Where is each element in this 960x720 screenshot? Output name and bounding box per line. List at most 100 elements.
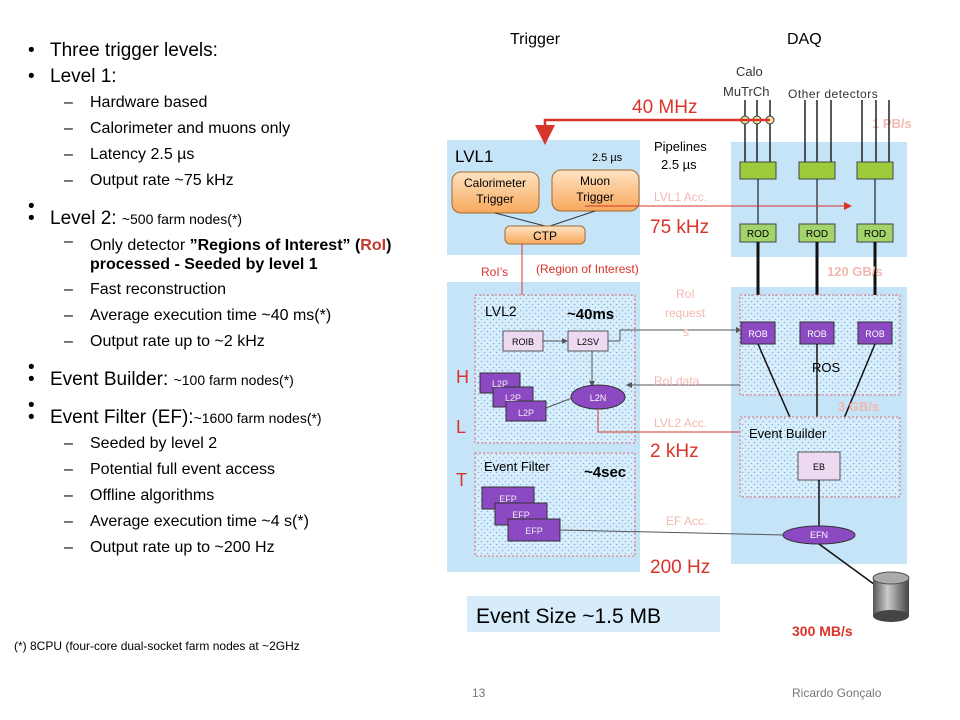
event-builder-label: Event Builder	[749, 426, 827, 441]
event-size-box	[467, 596, 720, 632]
roi-region-label: (Region of Interest)	[536, 262, 639, 276]
sub-item: Offline algorithms	[50, 483, 424, 509]
other-detectors-label: Other detectors	[788, 87, 878, 101]
efn-to-efp-line	[559, 529, 784, 536]
trigger-header: Trigger	[510, 31, 561, 48]
muon-trigger-label-1: Muon	[580, 174, 610, 188]
rate-40mhz: 40 MHz	[632, 97, 697, 118]
efp-label: EFP	[525, 526, 543, 536]
hlt-letter-h: H	[456, 367, 469, 387]
sub-item: Latency 2.5 µs	[50, 142, 424, 168]
bullet-trigger-levels: Three trigger levels:	[24, 38, 424, 64]
pipelines-label-1: Pipelines	[654, 139, 707, 154]
ros-box	[739, 294, 901, 396]
daq-header: DAQ	[787, 31, 822, 48]
level2-sublist: Only detector ”Regions of Interest” (RoI…	[50, 232, 424, 355]
sub-item: Average execution time ~4 s(*)	[50, 509, 424, 535]
bullet-event-filter: Event Filter (EF):~1600 farm nodes(*) Se…	[24, 405, 424, 561]
roi-text-d: ) processed - Seeded by level 1	[90, 237, 392, 273]
lvl1-label: LVL1	[455, 147, 493, 166]
lvl2-label: LVL2	[485, 303, 517, 319]
efn-to-storage-line	[818, 543, 883, 591]
eb-box	[797, 451, 841, 481]
tap-points	[740, 115, 775, 125]
roi-requests-label-3: s	[683, 325, 689, 339]
eb-farm: ~100 farm nodes(*)	[173, 372, 294, 388]
lvl2-box	[474, 294, 636, 444]
storage-disk-icon	[872, 571, 910, 622]
sub-item: Hardware based	[50, 90, 424, 116]
mb-300-rate: 300 MB/s	[792, 623, 853, 639]
detector-lines	[744, 100, 890, 165]
event-filter-label: Event Filter	[484, 459, 550, 474]
muon-trigger-label-2: Trigger	[576, 190, 614, 204]
rob-label: ROB	[865, 329, 885, 339]
bullet-event-builder: Event Builder: ~100 farm nodes(*)	[24, 367, 424, 393]
l2p-label: L2P	[492, 379, 508, 389]
calo-label: Calo	[736, 64, 763, 79]
hlt-letter-t: T	[456, 470, 467, 490]
sub-item: Output rate up to ~200 Hz	[50, 535, 424, 561]
eb-title: Event Builder:	[50, 369, 169, 390]
l2n-label: L2N	[590, 393, 607, 403]
ef-time: ~4sec	[584, 464, 626, 481]
sub-item: Output rate up to ~2 kHz	[50, 329, 424, 355]
sub-item: Potential full event access	[50, 457, 424, 483]
rob-label: ROB	[748, 329, 768, 339]
l2p-stack	[479, 372, 547, 422]
author: Ricardo Gonçalo	[792, 686, 882, 700]
level2-farm: ~500 farm nodes(*)	[121, 211, 243, 227]
ef-sublist: Seeded by level 2 Potential full event a…	[50, 431, 424, 561]
muon-to-ctp-line	[549, 210, 596, 227]
roi-requests-label-2: request	[665, 306, 706, 320]
hlt-letter-l: L	[456, 417, 466, 437]
rate-75khz: 75 kHz	[650, 217, 709, 238]
ef-title: Event Filter (EF):	[50, 407, 194, 428]
rod-label: ROD	[864, 229, 886, 240]
pipelines-label-2: 2.5 µs	[661, 157, 697, 172]
roib-label: ROIB	[512, 337, 534, 347]
sub-item: Output rate ~75 kHz	[50, 168, 424, 194]
footnote: (*) 8CPU (four-core dual-socket farm nod…	[14, 639, 300, 653]
l2sv-label: L2SV	[577, 337, 599, 347]
sub-item: Average execution time ~40 ms(*)	[50, 303, 424, 329]
roi-requests-label-1: RoI	[676, 287, 695, 301]
ros-label: ROS	[812, 360, 841, 375]
roi-requests-arrow	[619, 327, 742, 341]
page-number: 13	[472, 686, 486, 700]
bullet-level1: Level 1: Hardware based Calorimeter and …	[24, 64, 424, 194]
sub-item: Seeded by level 2	[50, 431, 424, 457]
lvl1-acc-label: LVL1 Acc.	[654, 190, 707, 204]
rate-40mhz-arrow	[535, 118, 770, 145]
event-size-label: Event Size ~1.5 MB	[476, 605, 661, 628]
lvl2-acc-label: LVL2 Acc.	[654, 416, 707, 430]
sub-item: Fast reconstruction	[50, 277, 424, 303]
level2-title: Level 2:	[50, 208, 117, 229]
mutrch-label: MuTrCh	[723, 84, 769, 99]
l2p-to-l2n-line	[545, 397, 573, 409]
pipeline-to-rod-lines	[757, 179, 876, 224]
calo-to-ctp-line	[494, 212, 546, 227]
rob-label: ROB	[807, 329, 827, 339]
ef-acc-label: EF Acc.	[666, 514, 707, 528]
level1-sublist: Hardware based Calorimeter and muons onl…	[50, 90, 424, 194]
efp-label: EFP	[512, 510, 530, 520]
gb-120-rate: 120 GB/s	[827, 264, 883, 279]
sub-item: Calorimeter and muons only	[50, 116, 424, 142]
muon-trigger-box	[551, 169, 640, 212]
rate-200hz: 200 Hz	[650, 557, 710, 578]
lvl2-time: ~40ms	[567, 306, 614, 323]
lvl1-latency: 2.5 µs	[592, 152, 623, 164]
l2p-label: L2P	[518, 408, 534, 418]
efp-label: EFP	[499, 494, 517, 504]
gb-3-rate: 3 GB/s	[838, 399, 879, 414]
pipeline-boxes	[739, 161, 894, 180]
lvl2-acc-arrow	[597, 409, 750, 436]
roi-text-b: ”Regions of Interest” (	[189, 237, 361, 254]
efn-label: EFN	[810, 530, 828, 540]
roi-text-c: RoI	[360, 237, 387, 254]
ctp-box	[504, 225, 586, 245]
calorimeter-trigger-label-2: Trigger	[476, 192, 514, 206]
ctp-label: CTP	[533, 229, 557, 243]
efp-stack	[481, 486, 561, 542]
